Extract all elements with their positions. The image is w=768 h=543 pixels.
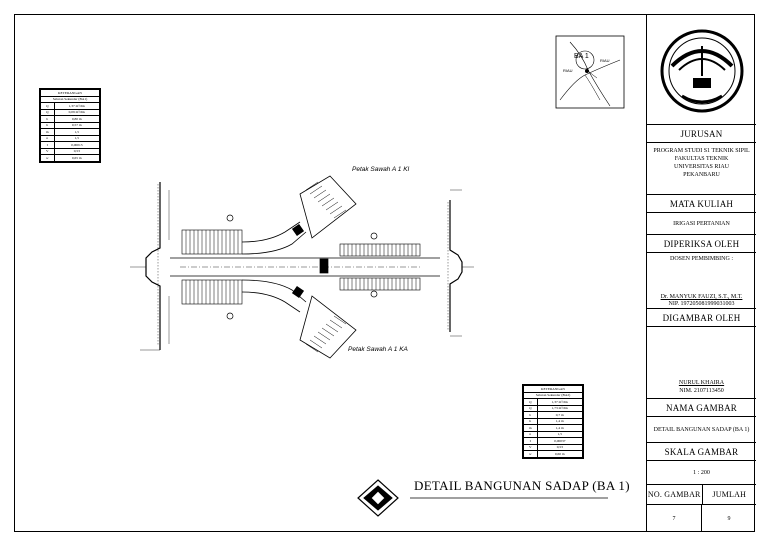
diperiksa-header: DIPERIKSA OLEH — [647, 234, 756, 252]
title-block: JURUSAN PROGRAM STUDI S1 TEKNIK SIPIL FA… — [646, 14, 756, 532]
jurusan-info: PROGRAM STUDI S1 TEKNIK SIPIL FAKULTAS T… — [647, 142, 756, 194]
keterangan-left-title: KETERANGAN — [40, 89, 100, 97]
keymap — [555, 35, 625, 109]
keterangan-left-subtitle: Saluran Sekunder (BA1) — [40, 95, 100, 103]
university-logo — [660, 29, 744, 113]
skala-header: SKALA GAMBAR — [647, 442, 756, 460]
digambar-header: DIGAMBAR OLEH — [647, 308, 756, 326]
mata-kuliah-header: MATA KULIAH — [647, 194, 756, 212]
nama-gambar-value: DETAIL BANGUNAN SADAP (BA 1) — [647, 416, 756, 442]
nama-gambar-header: NAMA GAMBAR — [647, 398, 756, 416]
hatching — [185, 181, 417, 353]
student-cell: NURUL KHAIRA NIM. 2107113450 — [647, 326, 756, 398]
label-petak-top: Petak Sawah A 1 KI — [352, 166, 410, 173]
student-nim: NIM. 2107113450 — [679, 388, 724, 394]
skala-value: 1 : 200 — [647, 460, 756, 484]
mata-kuliah-value: IRIGASI PERTANIAN — [647, 212, 756, 234]
dosen-cell: DOSEN PEMBIMBING : Dr. MANYUK FAUZI, S.T… — [647, 252, 756, 308]
label-petak-bottom: Petak Sawah A 1 KA — [348, 346, 408, 353]
dosen-name: Dr. MANYUK FAUZI, S.T., M.T. — [660, 294, 743, 300]
keymap-label-left: RIAU — [563, 68, 573, 73]
jurusan-header: JURUSAN — [647, 124, 756, 142]
drawing-title: DETAIL BANGUNAN SADAP (BA 1) — [414, 478, 630, 493]
no-gambar-header: NO. GAMBAR — [647, 485, 703, 504]
no-jumlah-value-row: 7 9 — [647, 504, 756, 532]
student-name: NURUL KHAIRA — [678, 380, 725, 386]
dosen-nip: NIP. 197205081999031003 — [668, 301, 735, 307]
plan-drawing — [130, 175, 474, 359]
drawing-frame — [14, 14, 755, 532]
jumlah-header: JUMLAH — [712, 490, 747, 499]
no-jumlah-header-row: NO. GAMBAR JUMLAH — [647, 484, 756, 504]
logo-cell — [647, 14, 756, 124]
dosen-label: DOSEN PEMBIMBING : — [669, 256, 733, 262]
jumlah-value: 9 — [727, 516, 731, 522]
keymap-label-ba: BA 1 — [574, 53, 589, 60]
no-gambar-value: 7 — [647, 505, 702, 532]
keymap-label-riau: RIAU — [600, 58, 610, 63]
title-logo — [357, 479, 399, 517]
